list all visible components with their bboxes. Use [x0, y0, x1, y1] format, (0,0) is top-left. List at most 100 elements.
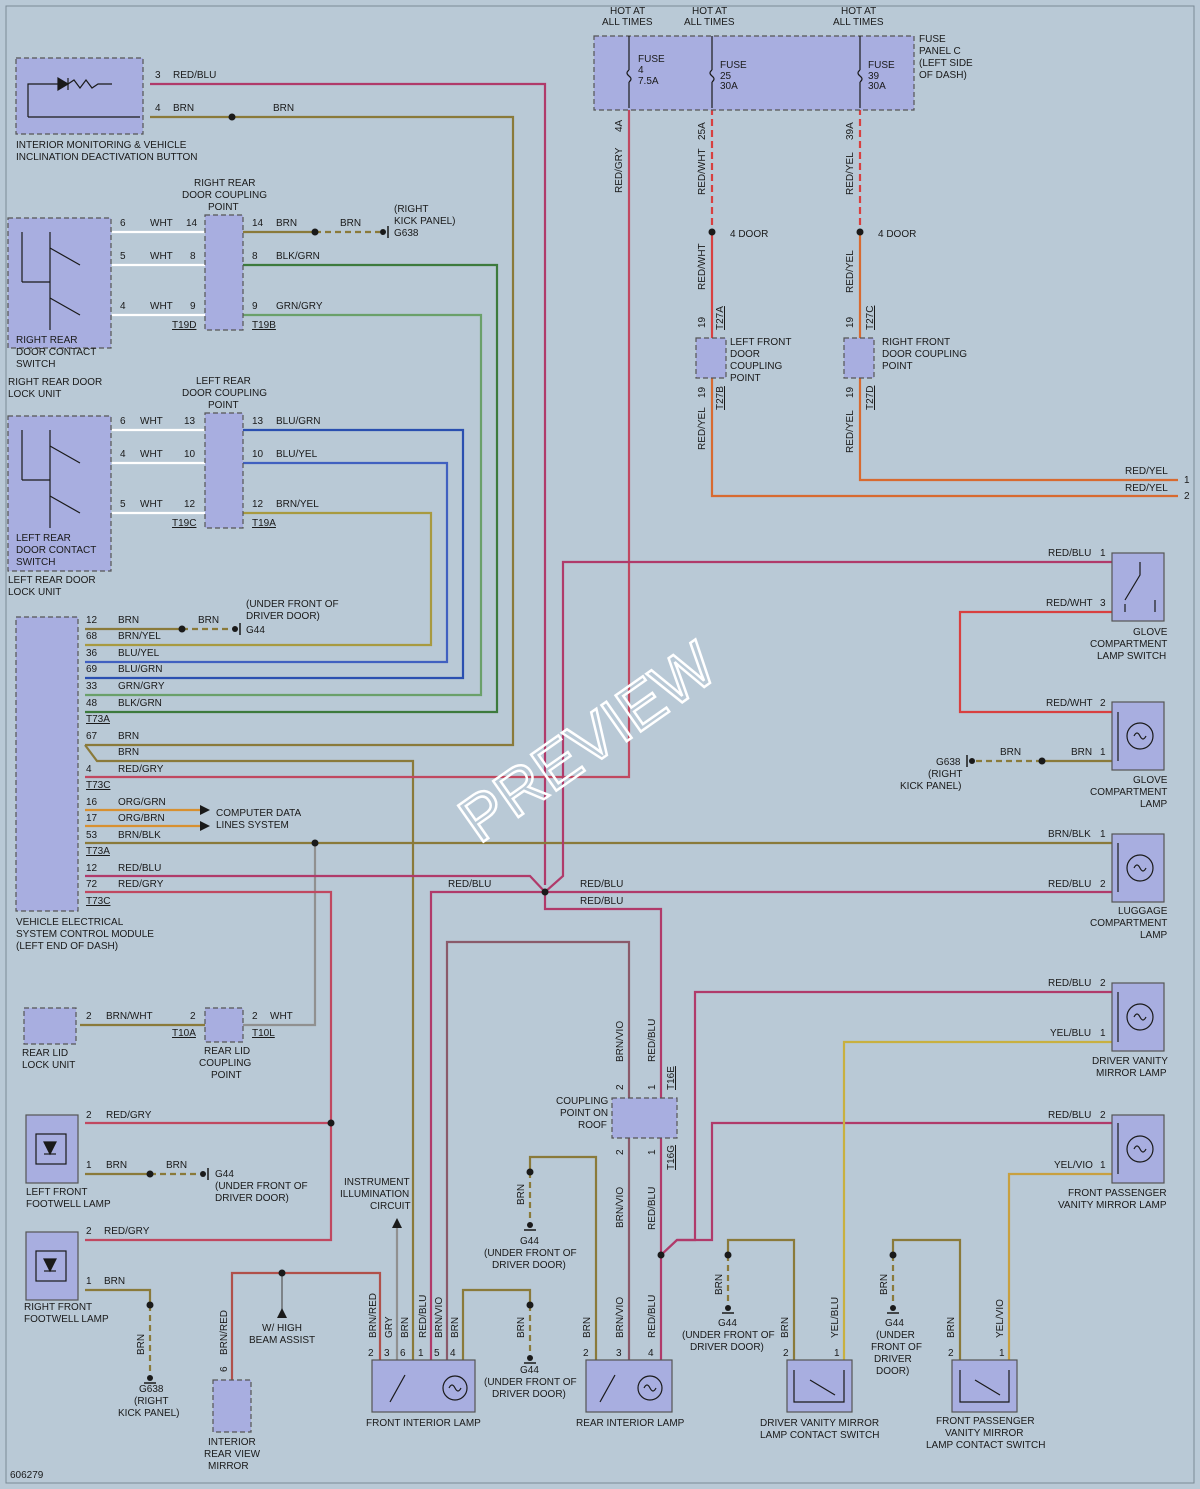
luggage-lamp-box: [1111, 833, 1165, 903]
wire-red-yel-lf: [710, 378, 1178, 498]
switch-icon: [959, 1370, 1010, 1403]
fuse-icon: [626, 36, 632, 108]
connector-label: T27C: [865, 306, 876, 330]
pin-label: 6: [219, 1366, 230, 1372]
connector-label: T19B: [252, 320, 276, 331]
comp-label: VANITY MIRROR: [945, 1428, 1024, 1439]
hot-label: ALL TIMES: [684, 17, 735, 28]
ground-icon: [200, 1168, 209, 1180]
hot-label: HOT AT: [841, 6, 876, 17]
wire-label: RED/BLU: [1048, 548, 1091, 559]
pin-label: 67: [86, 731, 98, 742]
wire-label: RED/BLU: [1048, 1110, 1091, 1121]
ground-id: G638: [139, 1384, 164, 1395]
ground-icon: [524, 1355, 536, 1364]
fuse-name: FUSE: [868, 60, 895, 71]
fuse-name: FUSE: [638, 54, 665, 65]
ground-loc: (RIGHT: [928, 769, 962, 780]
ground-icon: [887, 1305, 899, 1314]
fuse-pin: 25A: [697, 122, 708, 140]
pin-label: 5: [120, 251, 126, 262]
comp-label: ILLUMINATION: [340, 1189, 409, 1200]
pin-label: 2: [1100, 1110, 1106, 1121]
pin-label: 6: [120, 416, 126, 427]
ground-id: G44: [718, 1318, 737, 1329]
comp-label: (LEFT END OF DASH): [16, 941, 118, 952]
wire-label: RED/YEL: [845, 410, 856, 453]
glove-lamp-box: [1111, 701, 1165, 771]
pin-label: 14: [186, 218, 198, 229]
wire-label: ORG/BRN: [118, 813, 165, 824]
wire-label: YEL/BLU: [830, 1297, 841, 1338]
wire-red-yel-rf: [858, 378, 1178, 482]
fuse-amp: 30A: [868, 81, 886, 92]
wire-yel-blu: [842, 1040, 1112, 1360]
wire-label: RED/BLU: [1048, 879, 1091, 890]
rr-door-contact-switch-box: [7, 217, 112, 349]
junction: [278, 1269, 286, 1277]
junction: [541, 888, 549, 896]
arrows: [200, 805, 402, 1318]
wire-label: RED/BLU: [173, 70, 216, 81]
wire-label: BRN: [173, 103, 194, 114]
wire-label: BRN: [1000, 747, 1021, 758]
comp-label: COMPARTMENT: [1090, 918, 1167, 929]
comp-label: VANITY MIRROR LAMP: [1058, 1200, 1167, 1211]
ground-loc: DRIVER: [874, 1354, 912, 1365]
junction: [657, 1251, 665, 1259]
connector-label: T73C: [86, 896, 110, 907]
wire-label: BRN/VIO: [615, 1187, 626, 1228]
comp-label: MIRROR LAMP: [1096, 1068, 1167, 1079]
wire-label: RED/YEL: [845, 152, 856, 195]
switch-icon: [1124, 562, 1156, 612]
hot-label: HOT AT: [692, 6, 727, 17]
comp-label: FOOTWELL LAMP: [24, 1314, 109, 1325]
pin-label: 19: [845, 316, 856, 328]
driver-vanity-lamp-box: [1111, 982, 1165, 1052]
ground-loc: DRIVER DOOR): [492, 1389, 566, 1400]
pin-label: 2: [583, 1348, 589, 1359]
comp-label: COMPARTMENT: [1090, 787, 1167, 798]
comp-label: FOOTWELL LAMP: [26, 1199, 111, 1210]
pin-label: 36: [86, 648, 98, 659]
pin-label: 19: [697, 386, 708, 398]
rf-door-coupling-box: [843, 337, 875, 379]
wire-label: RED/WHT: [697, 243, 708, 290]
pin-label: 1: [418, 1348, 424, 1359]
pin-label: 10: [184, 449, 196, 460]
hot-label: HOT AT: [610, 6, 645, 17]
wire-label: RED/BLU: [647, 1019, 658, 1062]
ground-loc: (UNDER FRONT OF: [215, 1181, 308, 1192]
pin-label: 3: [616, 1348, 622, 1359]
pin-label: 1: [1100, 548, 1106, 559]
junction: [327, 1119, 335, 1127]
wire-label: BRN: [198, 615, 219, 626]
wire-red-blu-glove: [544, 560, 1112, 893]
arrow-up-icon: [277, 1308, 287, 1318]
pin-label: 1: [834, 1348, 840, 1359]
wire-brn-67: [84, 744, 415, 1360]
fuse-icon: [857, 36, 863, 108]
comp-label: INTERIOR MONITORING & VEHICLE: [16, 140, 187, 151]
comp-label: W/ HIGH: [262, 1323, 302, 1334]
comp-label: FRONT PASSENGER: [1068, 1188, 1167, 1199]
connector-label: T27B: [715, 386, 726, 410]
comp-label: POINT ON: [560, 1108, 608, 1119]
comp-label: POINT: [208, 400, 239, 411]
comp-label: SYSTEM CONTROL MODULE: [16, 929, 154, 940]
comp-label: FRONT INTERIOR LAMP: [366, 1418, 481, 1429]
lamp-icon: [35, 1133, 67, 1165]
ground-loc: (RIGHT: [394, 204, 428, 215]
ground-loc: KICK PANEL): [394, 216, 456, 227]
pin-label: 2: [615, 1149, 626, 1155]
comp-label: DOOR: [730, 349, 760, 360]
wire-label: BRN: [273, 103, 294, 114]
wire-brn-front4: [461, 1288, 532, 1360]
ground-loc: DRIVER DOOR): [215, 1193, 289, 1204]
switch-icon: [793, 1370, 845, 1403]
wire-label: RED/YEL: [697, 407, 708, 450]
ground-id: G638: [394, 228, 419, 239]
pin-label: 1: [647, 1149, 658, 1155]
connector-label: T16G: [666, 1145, 677, 1170]
wire-blu-yel: [85, 461, 449, 664]
